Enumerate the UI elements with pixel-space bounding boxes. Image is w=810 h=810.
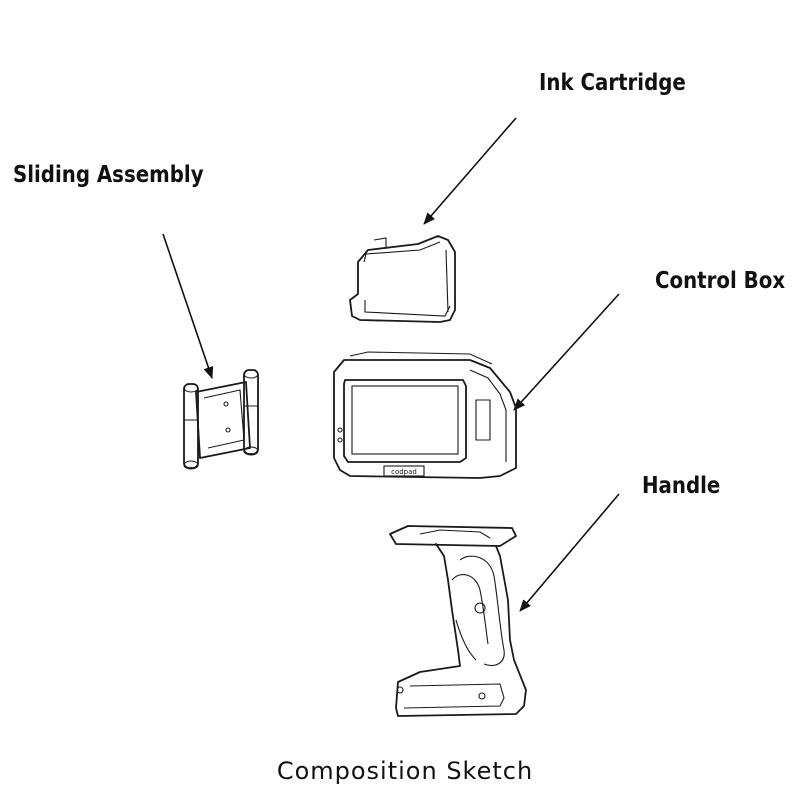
control-box-leader-arrow bbox=[513, 293, 620, 411]
control-box-brand: codpad bbox=[391, 468, 417, 476]
ink-cartridge-label: Ink Cartridge bbox=[539, 70, 686, 96]
ink-cartridge-part bbox=[349, 235, 456, 323]
handle-leader-arrow bbox=[519, 493, 620, 612]
control-box-label: Control Box bbox=[655, 268, 786, 294]
control-box-part: codpad bbox=[333, 351, 517, 479]
handle-part bbox=[389, 525, 527, 717]
sliding-assembly-part bbox=[183, 369, 259, 470]
figure-caption: Composition Sketch bbox=[276, 757, 534, 785]
ink-cartridge-leader-arrow bbox=[423, 117, 517, 225]
sliding-assembly-label: Sliding Assembly bbox=[13, 162, 204, 188]
sliding-assembly-leader-arrow bbox=[162, 233, 214, 379]
handle-label: Handle bbox=[642, 473, 721, 499]
